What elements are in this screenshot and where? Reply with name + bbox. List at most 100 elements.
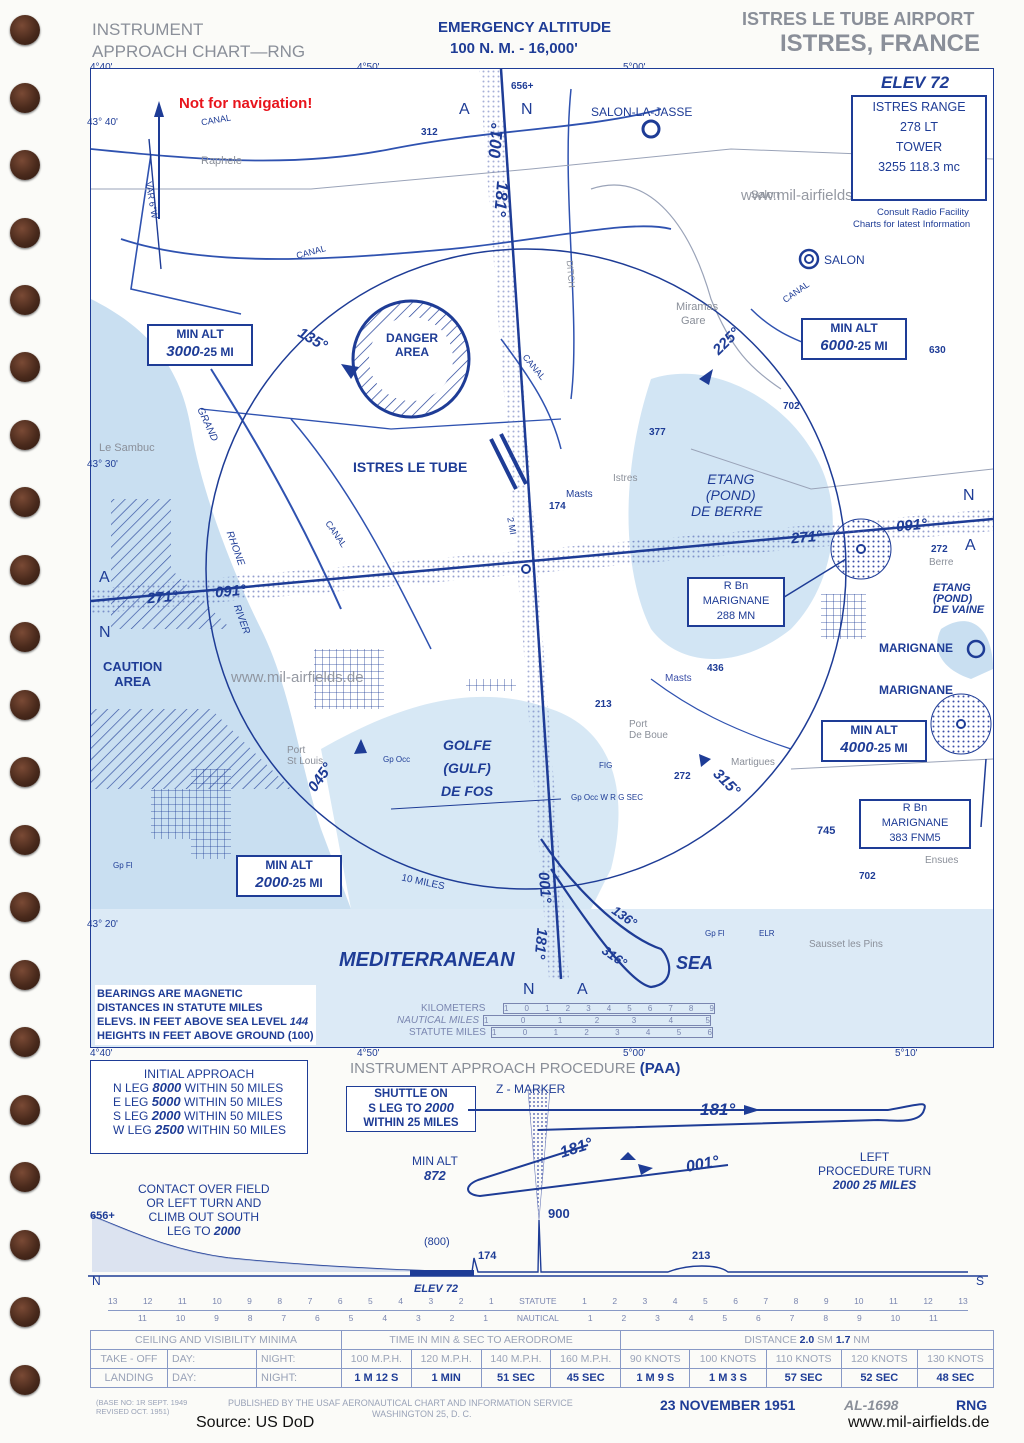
- procedure-turn-label: LEFT PROCEDURE TURN 2000 25 MILES: [818, 1150, 932, 1192]
- min-alt-box-south: MIN ALT 2000-25 MI: [236, 855, 342, 897]
- light-label: Gp Occ W R G SEC: [571, 793, 644, 802]
- spot-elevation: 702: [783, 401, 800, 412]
- quadrant-letter: A: [577, 981, 588, 998]
- binder-ring: [10, 622, 40, 652]
- quadrant-letter: A: [965, 537, 976, 554]
- profile-scale-divider: [108, 1310, 968, 1311]
- binder-ring: [10, 1095, 40, 1125]
- takeoff-label: TAKE - OFF: [90, 1349, 168, 1369]
- speed-header: 100 KNOTS: [689, 1349, 767, 1369]
- time-value: 1 M 12 S: [341, 1368, 412, 1388]
- speed-header: 100 M.P.H.: [341, 1349, 412, 1369]
- minima-title: CEILING AND VISIBILITY MINIMA: [90, 1330, 342, 1350]
- facility-note: Charts for latest Information: [853, 219, 971, 230]
- quadrant-letter: A: [459, 101, 470, 118]
- binder-ring: [10, 285, 40, 315]
- masts-label: Masts: [566, 489, 593, 500]
- bearing-label: 181°: [700, 1100, 736, 1119]
- time-title: TIME IN MIN & SEC TO AERODROME: [340, 1330, 622, 1350]
- quadrant-letter: N: [521, 101, 533, 118]
- bearing-label: 001°: [485, 122, 508, 160]
- takeoff-day: DAY:: [167, 1349, 257, 1369]
- quadrant-letter: N: [963, 487, 975, 504]
- publisher-address: WASHINGTON 25, D. C.: [372, 1409, 472, 1419]
- time-value: 51 SEC: [480, 1368, 552, 1388]
- speed-header: 160 M.P.H.: [550, 1349, 622, 1369]
- procedure-min-alt: MIN ALT 872: [412, 1154, 458, 1183]
- lon-label: 5°10': [895, 1048, 918, 1059]
- scale-sm-label: STATUTE MILES: [409, 1027, 486, 1038]
- place-gare: Gare: [681, 315, 706, 327]
- procedure-title: INSTRUMENT APPROACH PROCEDURE (PAA): [350, 1060, 681, 1077]
- min-alt-box-west: MIN ALT 3000-25 MI: [147, 324, 253, 366]
- quadrant-letter: A: [99, 569, 110, 586]
- site-credit: www.mil-airfields.de: [848, 1414, 990, 1431]
- caution-area-label: CAUTION AREA: [103, 659, 163, 689]
- facility-info-box: ISTRES RANGE 278 LT TOWER 3255 118.3 mc: [851, 95, 987, 201]
- time-value: 1 M 9 S: [620, 1368, 691, 1388]
- scale-nm-label: NAUTICAL MILES: [397, 1015, 480, 1026]
- profile-elevation: 213: [692, 1250, 711, 1262]
- spot-elevation: 702: [859, 871, 876, 882]
- spot-elevation: 272: [674, 771, 691, 782]
- light-label: FIG: [599, 761, 613, 770]
- not-for-navigation-notice: Not for navigation!: [179, 95, 313, 112]
- landing-night: NIGHT:: [256, 1368, 342, 1388]
- etang-de-vaine-label: ETANG (POND) DE VAINE: [933, 582, 985, 616]
- time-value: 1 M 3 S: [689, 1368, 767, 1388]
- spot-elevation: 272: [931, 544, 948, 555]
- chart-number: AL-1698: [844, 1397, 899, 1413]
- place-salon-la-jasse: SALON-LA-JASSE: [591, 105, 693, 119]
- bearing-label: 181°: [530, 927, 551, 960]
- chart-rng: RNG: [956, 1397, 988, 1413]
- place-marignane: MARIGNANE: [879, 683, 953, 697]
- publisher: PUBLISHED BY THE USAF AERONAUTICAL CHART…: [228, 1398, 573, 1408]
- initial-approach-box: INITIAL APPROACH N LEG 8000 WITHIN 50 MI…: [90, 1060, 308, 1154]
- contact-instructions: CONTACT OVER FIELD OR LEFT TURN AND CLIM…: [138, 1182, 270, 1238]
- place-le-sambuc: Le Sambuc: [99, 442, 155, 454]
- speed-header: 120 M.P.H.: [410, 1349, 482, 1369]
- airport-location: ISTRES, FRANCE: [780, 30, 981, 57]
- quadrant-letter: N: [99, 624, 111, 641]
- profile-south: S: [976, 1274, 985, 1288]
- landing-day: DAY:: [167, 1368, 257, 1388]
- sea-label: MEDITERRANEAN: [339, 949, 515, 971]
- place-port-st-louis: Port St Louis: [287, 745, 324, 767]
- image-source: Source: US DoD: [196, 1414, 315, 1431]
- facility-title: ISTRES RANGE: [872, 100, 966, 114]
- masts-label: Masts: [665, 673, 692, 684]
- spot-elevation: 377: [649, 427, 666, 438]
- binder-ring: [10, 1297, 40, 1327]
- spot-elevation: 656+: [511, 81, 534, 92]
- binder-ring: [10, 555, 40, 585]
- binder-ring: [10, 1027, 40, 1057]
- place-salon-town: Salon: [751, 189, 780, 201]
- etang-de-berre-label: ETANG (POND) DE BERRE: [691, 471, 763, 519]
- emergency-altitude-label: EMERGENCY ALTITUDE: [438, 19, 612, 36]
- light-label: Gp Fl: [705, 929, 725, 938]
- spot-elevation: 312: [421, 127, 438, 138]
- danger-area-label: DANGER AREA: [385, 331, 438, 359]
- bearing-label: 001°: [534, 871, 555, 904]
- lat-label: 43° 30': [87, 459, 118, 470]
- sea-label: SEA: [676, 953, 714, 973]
- binder-ring: [10, 825, 40, 855]
- binder-ring: [10, 892, 40, 922]
- lon-label: 5°00': [623, 62, 646, 73]
- profile-field-elevation: ELEV 72: [414, 1283, 459, 1295]
- speed-header: 130 KNOTS: [916, 1349, 995, 1369]
- profile-elevation: 656+: [90, 1210, 115, 1222]
- facility-frequency: 278 LT: [900, 120, 938, 134]
- binder-ring: [10, 1365, 40, 1395]
- place-raphele: Raphele: [201, 155, 242, 167]
- binder-ring: [10, 352, 40, 382]
- place-martigues: Martigues: [731, 757, 775, 768]
- profile-elevation: 174: [478, 1250, 497, 1262]
- min-alt-box-east: MIN ALT 4000-25 MI: [821, 720, 927, 762]
- speed-header: 120 KNOTS: [840, 1349, 918, 1369]
- takeoff-night: NIGHT:: [256, 1349, 342, 1369]
- spot-elevation: 745: [817, 825, 836, 837]
- distance-cell: DISTANCE 2.0 SM 1.7 NM: [620, 1330, 994, 1350]
